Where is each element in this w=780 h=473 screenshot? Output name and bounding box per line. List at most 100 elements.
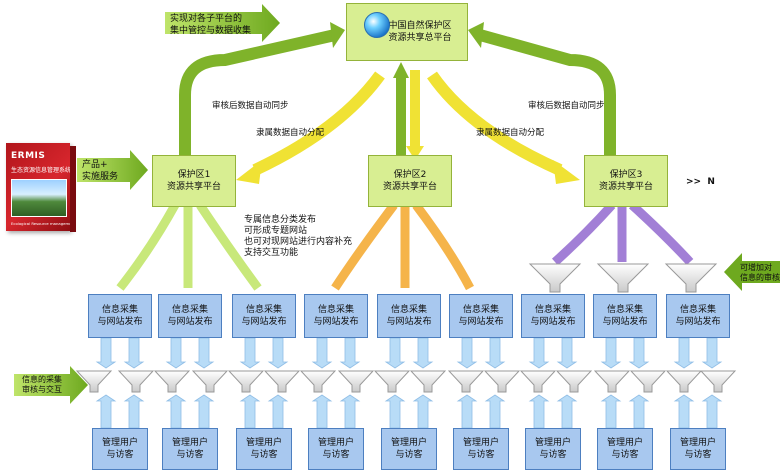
- flow-arrow: [628, 394, 650, 429]
- manager-box: 管理用户 与访客: [670, 428, 726, 470]
- site-box-label: 信息采集 与网站发布: [313, 305, 359, 327]
- site-box-label: 信息采集 与网站发布: [458, 305, 504, 327]
- center-up-arrow-head: [393, 62, 409, 78]
- manager-box: 管理用户 与访客: [597, 428, 653, 470]
- manager-box-label: 管理用户 与访客: [245, 438, 282, 460]
- zone-platform-label: 保护区3 资源共享平台: [598, 170, 653, 192]
- flow-arrow: [673, 337, 695, 369]
- flow-arrow: [193, 337, 215, 369]
- site-box-label: 信息采集 与网站发布: [602, 305, 648, 327]
- flow-arrow: [267, 337, 289, 369]
- manager-box: 管理用户 与访客: [525, 428, 581, 470]
- site-box: 信息采集 与网站发布: [158, 294, 222, 338]
- flow-arrow: [600, 394, 622, 429]
- flow-arrow: [123, 394, 145, 429]
- flow-arrow: [628, 337, 650, 369]
- flow-arrow: [528, 394, 550, 429]
- center-up-arrow: [396, 75, 406, 155]
- site-box: 信息采集 与网站发布: [304, 294, 368, 338]
- product-subtitle: 生态资源信息管理系统: [11, 167, 72, 174]
- zone-platform-1: 保护区1 资源共享平台: [152, 155, 236, 207]
- left-note: 实现对各子平台的 集中管控与数据收集: [170, 14, 252, 36]
- manager-box-label: 管理用户 与访客: [462, 438, 499, 460]
- zone3-funnels: [528, 263, 718, 293]
- manager-box-label: 管理用户 与访客: [317, 438, 354, 460]
- flow-arrow: [528, 337, 550, 369]
- distribute-arrow-right-head: [553, 160, 580, 184]
- manager-box-label: 管理用户 与访客: [606, 438, 643, 460]
- distribute-label-right: 隶属数据自动分配: [476, 128, 545, 138]
- flow-arrow: [193, 394, 215, 429]
- flow-arrow: [384, 337, 406, 369]
- flow-arrow: [701, 337, 723, 369]
- site-box-label: 信息采集 与网站发布: [97, 305, 143, 327]
- product-photo: [11, 179, 67, 217]
- flow-arrow: [339, 337, 361, 369]
- flow-arrow: [95, 394, 117, 429]
- top-platform: 中国自然保护区 资源共享总平台: [346, 3, 468, 61]
- center-down-arrow-head: [406, 146, 424, 160]
- flow-arrow: [556, 394, 578, 429]
- manager-box-label: 管理用户 与访客: [171, 438, 208, 460]
- sync-arrow-right-head: [468, 22, 484, 48]
- product-footer: Ecological Resource management system: [11, 221, 91, 226]
- site-box: 信息采集 与网站发布: [521, 294, 585, 338]
- flow-arrow: [384, 394, 406, 429]
- flow-arrow: [311, 337, 333, 369]
- top-platform-label: 中国自然保护区 资源共享总平台: [388, 21, 452, 43]
- funnel-icon: [373, 370, 411, 393]
- flow-arrow: [701, 394, 723, 429]
- flow-arrows: [95, 337, 723, 429]
- funnel-icon: [447, 370, 485, 393]
- manager-box: 管理用户 与访客: [92, 428, 148, 470]
- site-box: 信息采集 与网站发布: [88, 294, 152, 338]
- zone-platform-label: 保护区1 资源共享平台: [166, 170, 221, 192]
- distribute-arrow-left-head: [236, 160, 262, 184]
- funnel-row: [75, 370, 737, 393]
- site-box-label: 信息采集 与网站发布: [241, 305, 287, 327]
- manager-box: 管理用户 与访客: [308, 428, 364, 470]
- zone1-note: 专属信息分类发布 可形成专题网站 也可对现网站进行内容补充 支持交互功能: [244, 215, 353, 258]
- funnel-icon: [555, 370, 593, 393]
- product-arrow: [77, 150, 148, 190]
- more-zones-label: >> N: [686, 177, 715, 187]
- flow-arrow: [123, 337, 145, 369]
- funnel-icon: [75, 370, 113, 393]
- distribute-arrow-right: [427, 71, 563, 176]
- funnel-icon: [153, 370, 191, 393]
- manager-box-label: 管理用户 与访客: [101, 438, 138, 460]
- site-box-label: 信息采集 与网站发布: [675, 305, 721, 327]
- sync-arrow-right: [478, 29, 616, 158]
- zone3-arrows: [551, 201, 694, 266]
- manager-box: 管理用户 与访客: [162, 428, 218, 470]
- zone-platform-2: 保护区2 资源共享平台: [368, 155, 452, 207]
- manager-box: 管理用户 与访客: [381, 428, 437, 470]
- site-box: 信息采集 与网站发布: [377, 294, 441, 338]
- funnel-icon: [629, 370, 667, 393]
- product-spine: [70, 146, 76, 232]
- site-box-label: 信息采集 与网站发布: [167, 305, 213, 327]
- manager-box: 管理用户 与访客: [453, 428, 509, 470]
- flow-arrow: [165, 394, 187, 429]
- site-box-label: 信息采集 与网站发布: [386, 305, 432, 327]
- funnel-icon: [593, 370, 631, 393]
- zone-platform-3: 保护区3 资源共享平台: [584, 155, 668, 207]
- flow-arrow: [456, 337, 478, 369]
- manager-box-label: 管理用户 与访客: [390, 438, 427, 460]
- sync-arrow-left: [179, 29, 337, 158]
- sync-label-right: 审核后数据自动同步: [528, 101, 605, 111]
- product-box: ERMIS 生态资源信息管理系统 Ecological Resource man…: [6, 143, 90, 232]
- right-note-arrow: [724, 253, 780, 291]
- zone2-arrows: [331, 202, 474, 291]
- sync-label-left: 审核后数据自动同步: [212, 101, 289, 111]
- flow-arrow: [456, 394, 478, 429]
- flow-arrow: [484, 337, 506, 369]
- zone1-arrows: [116, 202, 262, 291]
- site-box-label: 信息采集 与网站发布: [530, 305, 576, 327]
- site-box: 信息采集 与网站发布: [232, 294, 296, 338]
- flow-arrow: [556, 337, 578, 369]
- zone-platform-label: 保护区2 资源共享平台: [382, 170, 437, 192]
- flow-arrow: [412, 337, 434, 369]
- left-note-arrow: [165, 4, 280, 42]
- manager-box-label: 管理用户 与访客: [534, 438, 571, 460]
